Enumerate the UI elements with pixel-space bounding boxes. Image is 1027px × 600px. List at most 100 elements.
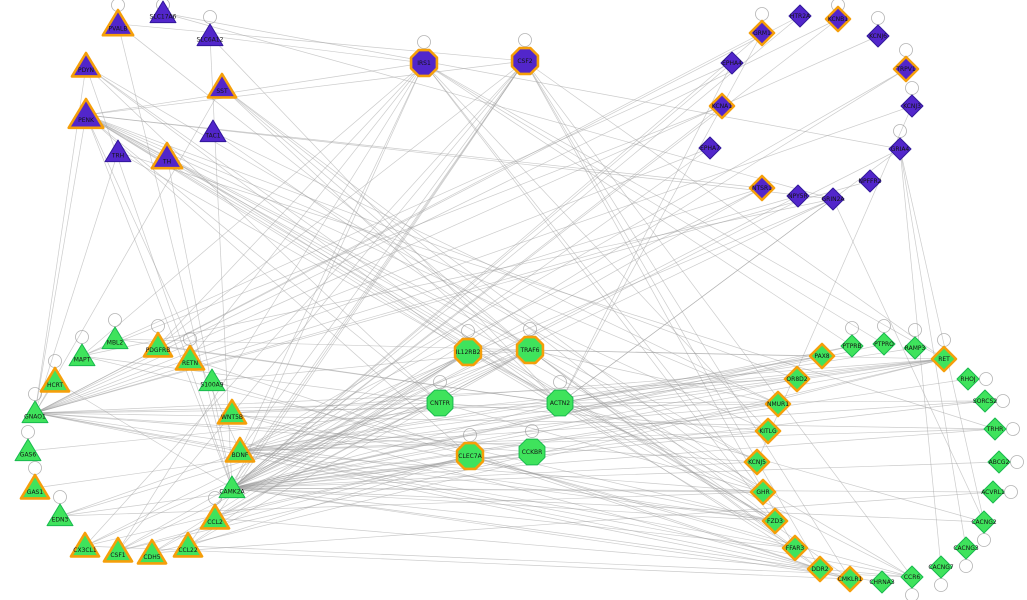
self-loop-edge — [1006, 422, 1020, 436]
edge — [59, 491, 764, 517]
triangle-node-shape — [46, 503, 74, 527]
node-trpv1[interactable]: TRPV1 — [892, 55, 920, 83]
node-npffr2[interactable]: NPFFR2 — [858, 169, 882, 193]
node-trhr[interactable]: TRHR — [983, 417, 1007, 441]
node-acvrl1[interactable]: ACVRL1 — [981, 480, 1005, 504]
self-loop-edge — [996, 394, 1010, 408]
self-loop-edge — [53, 490, 67, 504]
node-pdyn[interactable]: PDYN — [70, 51, 102, 78]
node-csf1[interactable]: CSF1 — [102, 536, 134, 563]
edge — [157, 60, 526, 347]
node-pvalb[interactable]: PVALB — [101, 8, 135, 37]
diamond-node-shape — [786, 184, 810, 208]
node-epha7[interactable]: EPHA7 — [698, 136, 722, 160]
edge — [832, 198, 985, 523]
edge — [231, 68, 907, 489]
edge — [84, 545, 851, 580]
node-trh[interactable]: TRH — [104, 139, 132, 163]
node-gria4[interactable]: GRIA4 — [888, 137, 912, 161]
edge — [231, 378, 798, 489]
node-ramp3[interactable]: RAMP3 — [903, 336, 927, 360]
edge — [34, 151, 119, 414]
edge — [209, 35, 425, 64]
node-pax8[interactable]: PAX8 — [808, 342, 836, 370]
node-cckbr[interactable]: CCKBR — [518, 438, 546, 466]
node-cx3cl1[interactable]: CX3CL1 — [69, 531, 101, 558]
edge — [162, 12, 901, 150]
node-cntfr[interactable]: CNTFR — [426, 389, 454, 417]
node-kcnj6[interactable]: KCNJ6 — [866, 24, 890, 48]
diamond-node-shape — [764, 390, 792, 418]
diamond-node-shape — [930, 345, 958, 373]
node-ptprb[interactable]: PTPRB — [840, 334, 864, 358]
node-cacng7[interactable]: CACNG7 — [928, 555, 954, 579]
node-kcnb1[interactable]: KCNB1 — [824, 5, 852, 33]
self-loop-layer — [21, 0, 1024, 600]
node-cacng3[interactable]: CACNG3 — [953, 536, 979, 560]
diamond-node-shape — [748, 174, 776, 202]
node-cacng2[interactable]: CACNG2 — [971, 510, 997, 534]
diamond-node-shape — [824, 5, 852, 33]
node-rhoj[interactable]: RHOJ — [956, 367, 980, 391]
edge — [157, 62, 425, 347]
node-gnao1[interactable]: GNAO1 — [21, 400, 49, 424]
triangle-node-shape — [199, 119, 227, 143]
node-th[interactable]: TH — [150, 141, 184, 170]
diamond-node-shape — [781, 534, 809, 562]
diamond-node-shape — [806, 555, 834, 583]
node-tac1[interactable]: TAC1 — [199, 119, 227, 143]
node-irs1[interactable]: IRS1 — [409, 48, 439, 78]
node-kcnj3[interactable]: KCNJ3 — [900, 94, 924, 118]
edge — [559, 198, 834, 404]
node-htr2a[interactable]: HTR2A — [788, 4, 812, 28]
edge — [34, 412, 796, 549]
node-grin2a[interactable]: GRIN2A — [821, 187, 846, 211]
node-abcg2[interactable]: ABCG2 — [987, 450, 1011, 474]
diamond-node-shape — [973, 389, 997, 413]
octagon-node-shape — [426, 389, 454, 417]
edge — [239, 358, 945, 452]
edge — [231, 487, 994, 493]
edge — [187, 455, 471, 547]
edge — [559, 62, 733, 404]
edge — [85, 114, 441, 404]
node-mbl2[interactable]: MBL2 — [101, 326, 129, 350]
node-hcrt[interactable]: HCRT — [39, 366, 71, 393]
node-pdgfrb[interactable]: PDGFRB — [142, 331, 174, 358]
diamond-node-shape — [788, 4, 812, 28]
node-il12rb2[interactable]: IL12RB2 — [453, 337, 483, 367]
edge — [231, 487, 883, 583]
node-kitlg[interactable]: KITLG — [754, 417, 782, 445]
edge — [231, 461, 758, 489]
node-csf2[interactable]: CSF2 — [510, 46, 540, 76]
triangle-node-shape — [216, 398, 248, 425]
node-cdh5[interactable]: CDH5 — [136, 538, 168, 565]
node-ntsr1[interactable]: NTSR1 — [748, 174, 776, 202]
node-ccr6[interactable]: CCR6 — [900, 565, 924, 589]
edge — [151, 491, 994, 554]
node-npy5r[interactable]: NPY5R — [786, 184, 810, 208]
edge — [117, 23, 531, 351]
edge — [34, 412, 913, 578]
edge — [231, 403, 779, 489]
diamond-node-shape — [900, 94, 924, 118]
node-slc6a12[interactable]: SLC6A12 — [196, 23, 224, 47]
node-grm1[interactable]: GRM1 — [748, 19, 776, 47]
octagon-node-shape — [453, 337, 483, 367]
self-loop-edge — [871, 11, 885, 25]
triangle-node-shape — [69, 531, 101, 558]
triangle-node-shape — [196, 23, 224, 47]
node-traf6[interactable]: TRAF6 — [515, 335, 545, 365]
node-slc17a6[interactable]: SLC17A6 — [149, 0, 177, 24]
edge — [239, 60, 526, 452]
diamond-node-shape — [900, 565, 924, 589]
edge — [81, 105, 723, 357]
edge — [239, 198, 834, 452]
node-chrna3[interactable]: CHRNA3 — [869, 570, 895, 594]
node-cmklr1[interactable]: CMKLR1 — [836, 565, 864, 593]
node-clec7a[interactable]: CLEC7A — [455, 441, 485, 471]
node-actn2[interactable]: ACTN2 — [546, 389, 574, 417]
node-sorcs2[interactable]: SORCS2 — [973, 389, 997, 413]
edge — [187, 545, 913, 578]
node-ret[interactable]: RET — [930, 345, 958, 373]
